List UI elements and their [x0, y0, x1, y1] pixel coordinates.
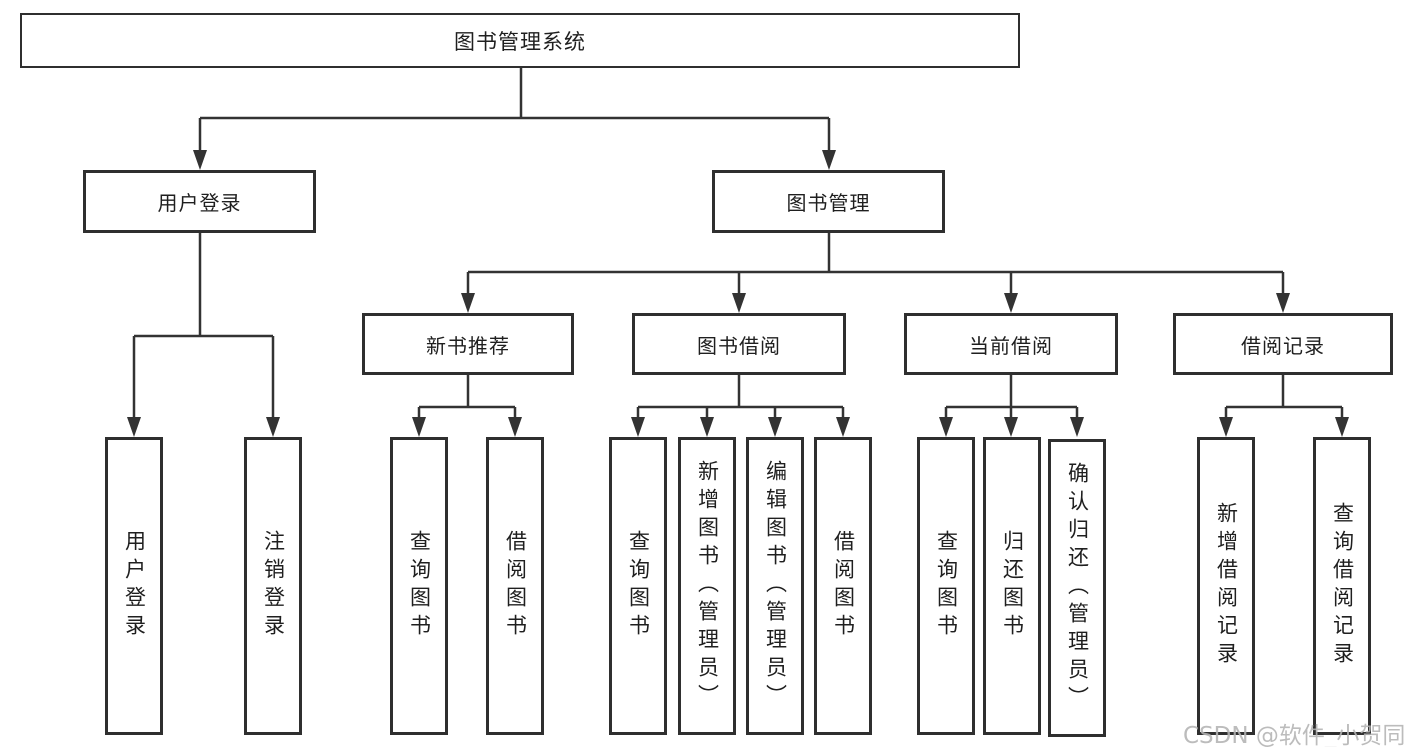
leaf-logout-label: 注销登录: [261, 530, 286, 642]
leaf-borrow-query-books: 查询图书: [609, 437, 667, 735]
csdn-watermark: CSDN @软件_小贺同学: [1183, 723, 1405, 747]
leaf-current-return-books: 归还图书: [983, 437, 1041, 735]
leaf-current-query-books-label: 查询图书: [934, 530, 959, 642]
leaf-recommend-borrow-books: 借阅图书: [486, 437, 544, 735]
leaf-borrow-add-books-admin: 新增图书（管理员）: [678, 437, 736, 735]
leaf-current-return-books-label: 归还图书: [1000, 530, 1025, 642]
leaf-borrow-edit-books-admin-label: 编辑图书（管理员）: [763, 460, 788, 712]
node-user-login: 用户登录: [83, 170, 316, 233]
node-current-borrowing: 当前借阅: [904, 313, 1118, 375]
node-borrowing-records: 借阅记录: [1173, 313, 1393, 375]
node-book-management-label: 图书管理: [786, 191, 871, 215]
leaf-user-login-label: 用户登录: [122, 530, 147, 642]
node-new-book-recommend-label: 新书推荐: [426, 333, 510, 358]
leaf-borrow-edit-books-admin: 编辑图书（管理员）: [746, 437, 804, 735]
leaf-logout: 注销登录: [244, 437, 302, 735]
leaf-borrow-add-books-admin-label: 新增图书（管理员）: [695, 460, 720, 712]
node-library-system: 图书管理系统: [20, 13, 1020, 68]
leaf-records-query-record: 查询借阅记录: [1313, 437, 1371, 735]
node-book-borrowing: 图书借阅: [632, 313, 846, 375]
leaf-borrow-borrow-books-label: 借阅图书: [831, 530, 856, 642]
node-user-login-label: 用户登录: [157, 191, 242, 215]
leaf-recommend-borrow-books-label: 借阅图书: [503, 530, 528, 642]
node-borrowing-records-label: 借阅记录: [1241, 333, 1325, 358]
node-book-management: 图书管理: [712, 170, 945, 233]
node-library-system-label: 图书管理系统: [454, 29, 586, 54]
leaf-user-login: 用户登录: [105, 437, 163, 735]
leaf-borrow-borrow-books: 借阅图书: [814, 437, 872, 735]
node-current-borrowing-label: 当前借阅: [969, 333, 1053, 358]
leaf-current-confirm-return-admin-label: 确认归还（管理员）: [1065, 462, 1090, 714]
leaf-recommend-query-books-label: 查询图书: [407, 530, 432, 642]
leaf-records-add-record: 新增借阅记录: [1197, 437, 1255, 735]
node-book-borrowing-label: 图书借阅: [697, 333, 781, 358]
leaf-records-add-record-label: 新增借阅记录: [1214, 502, 1239, 670]
leaf-recommend-query-books: 查询图书: [390, 437, 448, 735]
leaf-current-confirm-return-admin: 确认归还（管理员）: [1048, 439, 1106, 737]
leaf-current-query-books: 查询图书: [917, 437, 975, 735]
leaf-borrow-query-books-label: 查询图书: [626, 530, 651, 642]
leaf-records-query-record-label: 查询借阅记录: [1330, 502, 1355, 670]
node-new-book-recommend: 新书推荐: [362, 313, 574, 375]
